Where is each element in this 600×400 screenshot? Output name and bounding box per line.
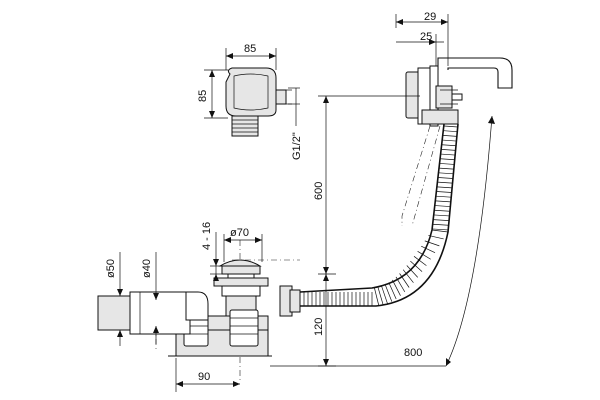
dim-29-label: 29 — [424, 11, 436, 23]
overflow-head — [405, 65, 463, 127]
dim-4-16-label: 4 - 16 — [201, 222, 213, 250]
dim-90-label: 90 — [198, 371, 210, 383]
dimension-arrows — [117, 19, 495, 387]
dim-d70-label: ø70 — [230, 227, 249, 239]
dimension-lines — [119, 14, 493, 392]
dim-d50-label: ø50 — [105, 259, 117, 278]
drain-plug — [213, 259, 269, 317]
dim-25-label: 25 — [420, 31, 432, 43]
dim-120-label: 120 — [313, 318, 325, 336]
overflow-rose-detail — [225, 67, 292, 137]
dim-d40-label: ø40 — [141, 259, 153, 278]
dim-85-height-label: 85 — [197, 90, 209, 102]
overflow-hose — [299, 123, 459, 307]
dim-600-label: 600 — [313, 182, 325, 200]
bathtub-rim — [437, 57, 513, 89]
outlet-pipe — [97, 291, 209, 335]
dim-85-width-label: 85 — [244, 43, 256, 55]
dim-800-label: 800 — [404, 347, 422, 359]
dim-g12-label: G1/2" — [291, 132, 303, 160]
